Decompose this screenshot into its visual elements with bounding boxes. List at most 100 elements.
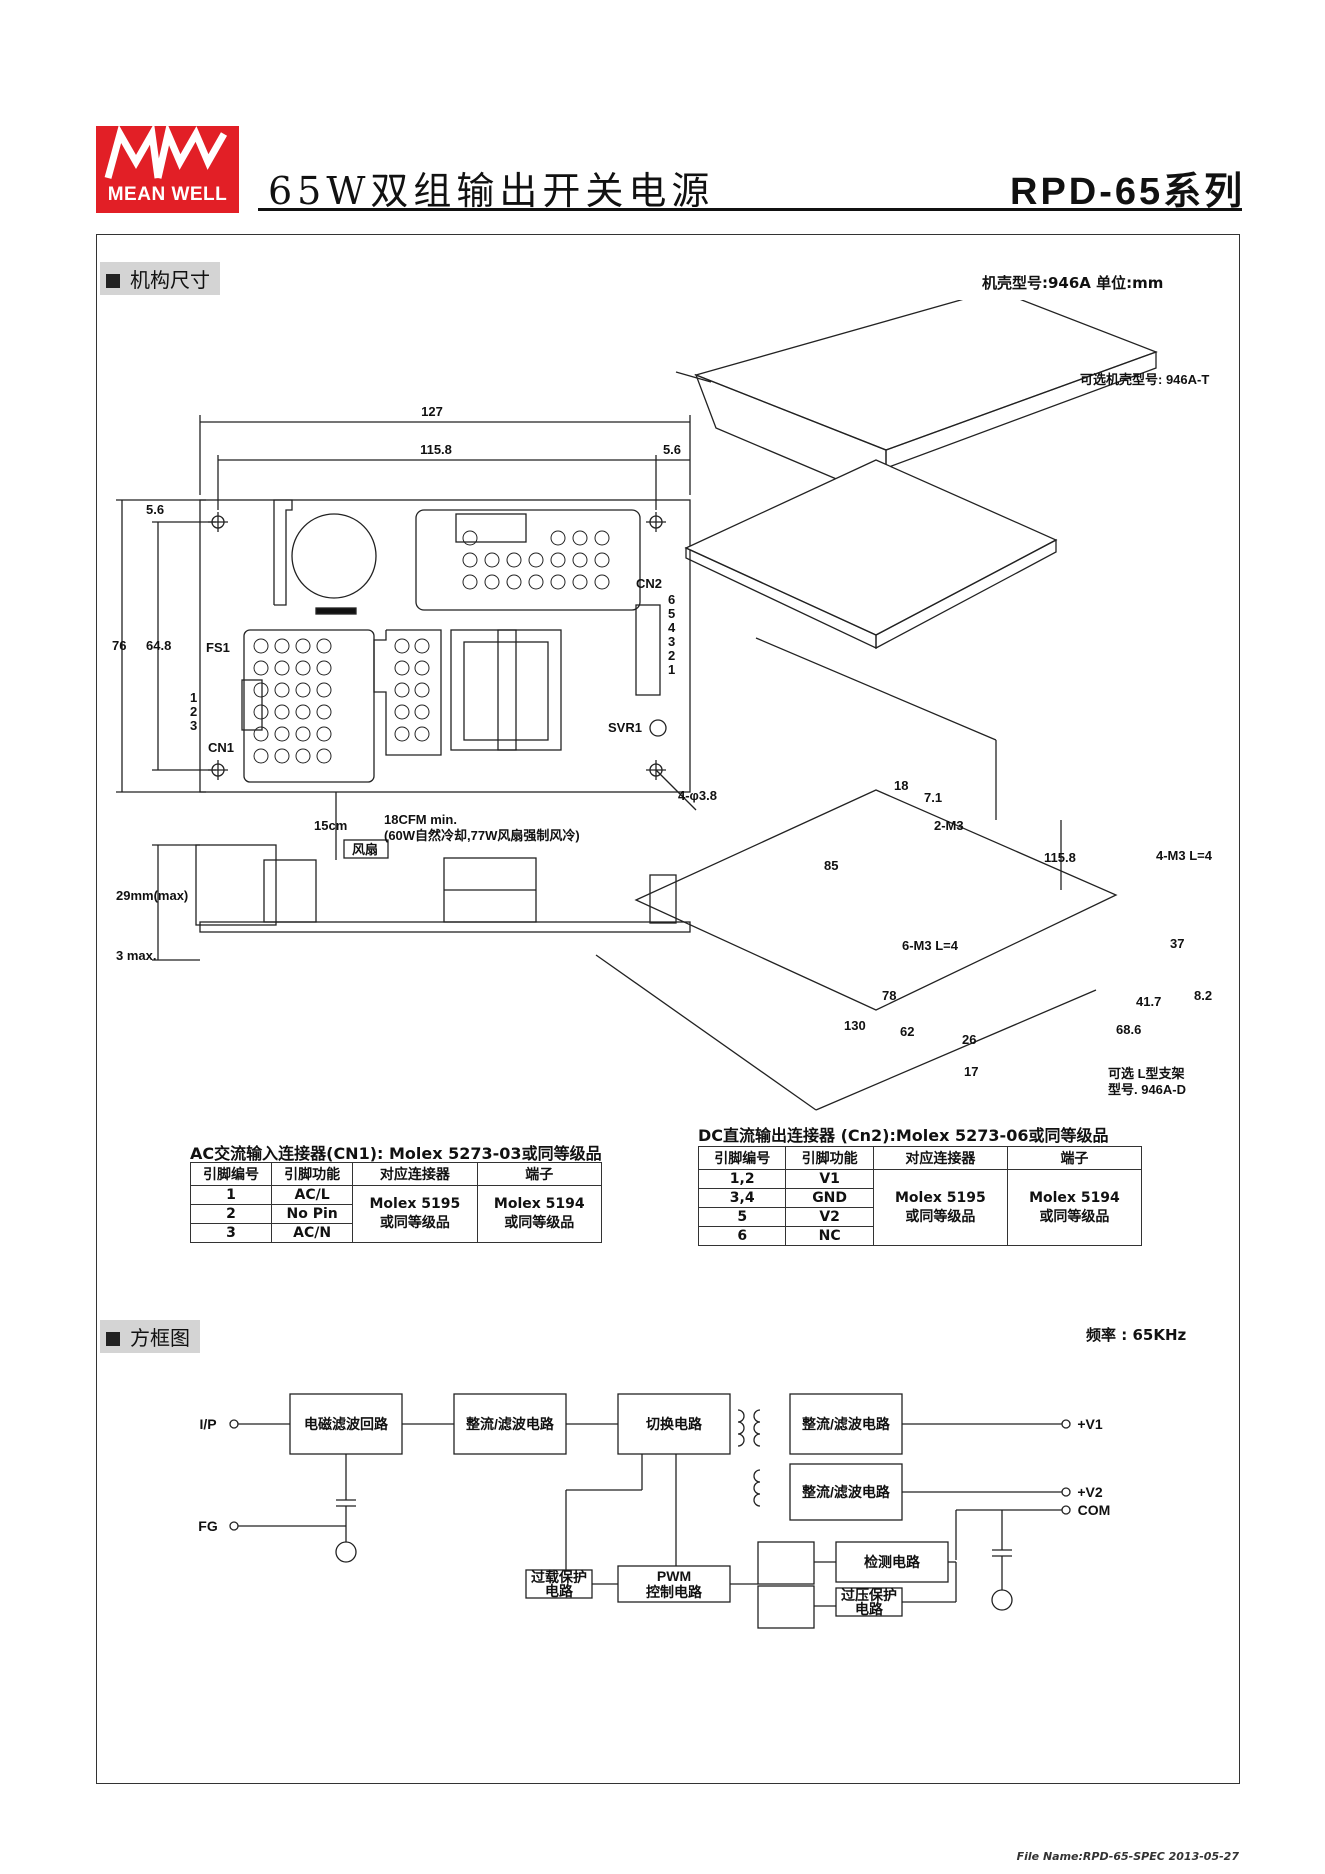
table-header: 对应连接器 (352, 1162, 478, 1186)
table-cell: NC (785, 1226, 874, 1246)
pwm-label-2: 控制电路 (646, 1584, 703, 1600)
iso-dim: 18 (894, 778, 908, 793)
optional-bracket-line-2: 型号. 946A-D (1108, 1082, 1186, 1097)
table-cell: 3,4 (697, 1188, 787, 1208)
emi-block (289, 1393, 403, 1455)
iso-dim: 85 (824, 858, 838, 873)
cn2-pin: 6 (668, 592, 675, 607)
iso-dim: 130 (844, 1018, 866, 1033)
cn1-label: CN1 (208, 740, 234, 755)
logo-text: MEAN WELL (107, 184, 228, 205)
cn2-pin: 3 (668, 634, 675, 649)
mean-well-logo: MEAN WELL (96, 126, 239, 213)
table-header: 引脚功能 (785, 1146, 874, 1170)
table-cell: 3 (189, 1223, 273, 1243)
dim-3max: 3 max. (116, 948, 156, 963)
terminal-line: Molex 5194 (1029, 1189, 1120, 1206)
perforation-grid-input (253, 638, 332, 764)
table-cell: GND (785, 1188, 874, 1208)
cn2-pin: 5 (668, 606, 675, 621)
rect2-label: 整流/滤波电路 (801, 1416, 891, 1432)
ovp-label-1: 过压保护 (841, 1587, 897, 1603)
optional-case-label: 可选机壳型号: 946A-T (1080, 372, 1209, 387)
iso-dim: 41.7 (1136, 994, 1161, 1009)
olp-block (525, 1569, 593, 1599)
pwm-label-1: PWM (657, 1568, 691, 1584)
connector-line: Molex 5195 (369, 1196, 461, 1212)
rect3-label: 整流/滤波电路 (801, 1484, 891, 1500)
perforation-grid-middle (394, 638, 430, 742)
section-heading-mech: 机构尺寸 (100, 262, 220, 295)
fan-label: 风扇 (352, 842, 378, 857)
olp-label-2: 电路 (545, 1583, 574, 1599)
dim-76: 76 (112, 638, 126, 653)
com-label: COM (1078, 1502, 1111, 1518)
table-cell: 1,2 (697, 1169, 787, 1189)
svr1-label: SVR1 (608, 720, 642, 735)
iso-dim: 37 (1170, 936, 1184, 951)
airflow-line-1: 18CFM min. (384, 812, 457, 827)
perforation-grid-heatsink-top (462, 530, 610, 590)
file-footer: File Name:RPD-65-SPEC 2013-05-27 (1016, 1850, 1239, 1863)
cn2-pin: 4 (668, 620, 676, 635)
iso-dim: 7.1 (924, 790, 942, 805)
cn2-label: CN2 (636, 576, 662, 591)
iso-dim: 62 (900, 1024, 914, 1039)
table-cell: 6 (697, 1226, 787, 1246)
cn1-pin: 3 (190, 718, 197, 733)
fs1-label: FS1 (206, 640, 230, 655)
table-cell: AC/L (271, 1185, 354, 1205)
airflow-line-2: (60W自然冷却,77W风扇强制风冷) (384, 828, 580, 843)
olp-label-1: 过载保护 (531, 1569, 587, 1585)
dim-64-8: 64.8 (146, 638, 171, 653)
iso-dim: 78 (882, 988, 896, 1003)
dim-29mm: 29mm(max) (116, 888, 188, 903)
iso-dim: 6-M3 L=4 (902, 938, 959, 953)
v2-label: +V2 (1077, 1484, 1103, 1500)
mechanical-drawing: 127 115.8 5.6 76 64.8 5.6 CN2 FS1 CN1 SV… (112, 300, 1213, 1111)
dc-table-caption: DC直流输出连接器 (Cn2):Molex 5273-06或同等级品 (698, 1126, 1109, 1145)
table-cell: No Pin (271, 1204, 354, 1224)
block-diagram: I/P FG 电磁滤波回路 整流/滤波电路 切换电路 整流/滤波电路 整流/滤波… (198, 1393, 1111, 1629)
pwm-block (617, 1565, 731, 1603)
table-cell-connector: Molex 5195 或同等级品 (872, 1169, 1008, 1246)
detect-label: 检测电路 (864, 1554, 921, 1570)
iso-dim: 26 (962, 1032, 976, 1047)
terminal-line: Molex 5194 (493, 1196, 585, 1212)
ovp-label-2: 电路 (855, 1601, 884, 1617)
section-heading-block: 方框图 (100, 1320, 200, 1353)
v1-label: +V1 (1077, 1416, 1103, 1432)
table-cell: 1 (189, 1185, 273, 1205)
connector-line: 或同等级品 (379, 1215, 450, 1231)
rect1-label: 整流/滤波电路 (465, 1416, 555, 1432)
dim-5-6-top: 5.6 (663, 442, 681, 457)
iso-dim: 8.2 (1194, 988, 1212, 1003)
switch-label: 切换电路 (646, 1416, 703, 1432)
optional-bracket-line-1: 可选 L型支架 (1108, 1066, 1185, 1081)
connector-line: Molex 5195 (894, 1189, 986, 1206)
table-header: 引脚编号 (697, 1146, 787, 1170)
model-title: RPD-65系列 (1010, 171, 1246, 213)
emi-label: 电磁滤波回路 (304, 1416, 389, 1432)
table-cell: 5 (697, 1207, 787, 1227)
dim-15cm: 15cm (314, 818, 347, 833)
ip-label: I/P (199, 1416, 216, 1432)
iso-dim: 68.6 (1116, 1022, 1141, 1037)
frequency-label: 频率 : 65KHz (1086, 1326, 1187, 1344)
hole-label: 4-φ3.8 (678, 788, 717, 803)
cn1-pin: 2 (190, 704, 197, 719)
table-cell: V2 (785, 1207, 874, 1227)
cn2-pin: 1 (668, 662, 675, 677)
cn1-pin: 1 (190, 690, 197, 705)
table-header: 引脚编号 (189, 1162, 273, 1186)
rect-block-1 (453, 1393, 567, 1455)
optocoupler-2 (757, 1585, 815, 1629)
fg-label: FG (198, 1518, 218, 1534)
section-heading-text: 机构尺寸 (130, 268, 210, 292)
connector-line: 或同等级品 (905, 1208, 976, 1225)
square-bullet-icon (106, 274, 120, 288)
